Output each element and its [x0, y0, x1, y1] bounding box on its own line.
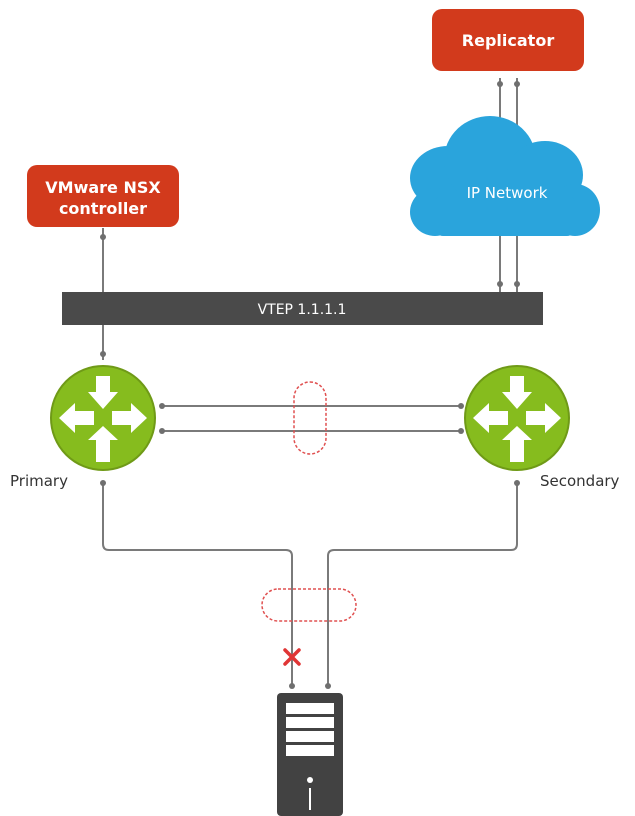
vtep-label: VTEP 1.1.1.1 — [258, 302, 347, 318]
cloud-icon: IP Network — [410, 116, 600, 236]
x-mark-icon — [283, 648, 301, 666]
primary-switch — [50, 365, 156, 471]
secondary-server-link — [327, 482, 518, 688]
secondary-label: Secondary — [540, 472, 620, 490]
vtep-bar: VTEP 1.1.1.1 — [62, 292, 543, 325]
replicator-label: Replicator — [462, 31, 555, 50]
controller-label-line1: VMware NSX — [45, 178, 161, 197]
primary-server-link — [102, 482, 293, 688]
secondary-switch — [464, 365, 570, 471]
server-lag-indicator — [261, 588, 357, 622]
primary-label: Primary — [10, 472, 68, 490]
cloud-label: IP Network — [467, 184, 548, 202]
isl-lag-indicator — [293, 381, 327, 455]
controller-label-line2: controller — [59, 199, 147, 218]
server-tower-icon — [277, 693, 343, 816]
controller-node: VMware NSX controller — [27, 165, 179, 227]
replicator-node: Replicator — [432, 9, 584, 71]
